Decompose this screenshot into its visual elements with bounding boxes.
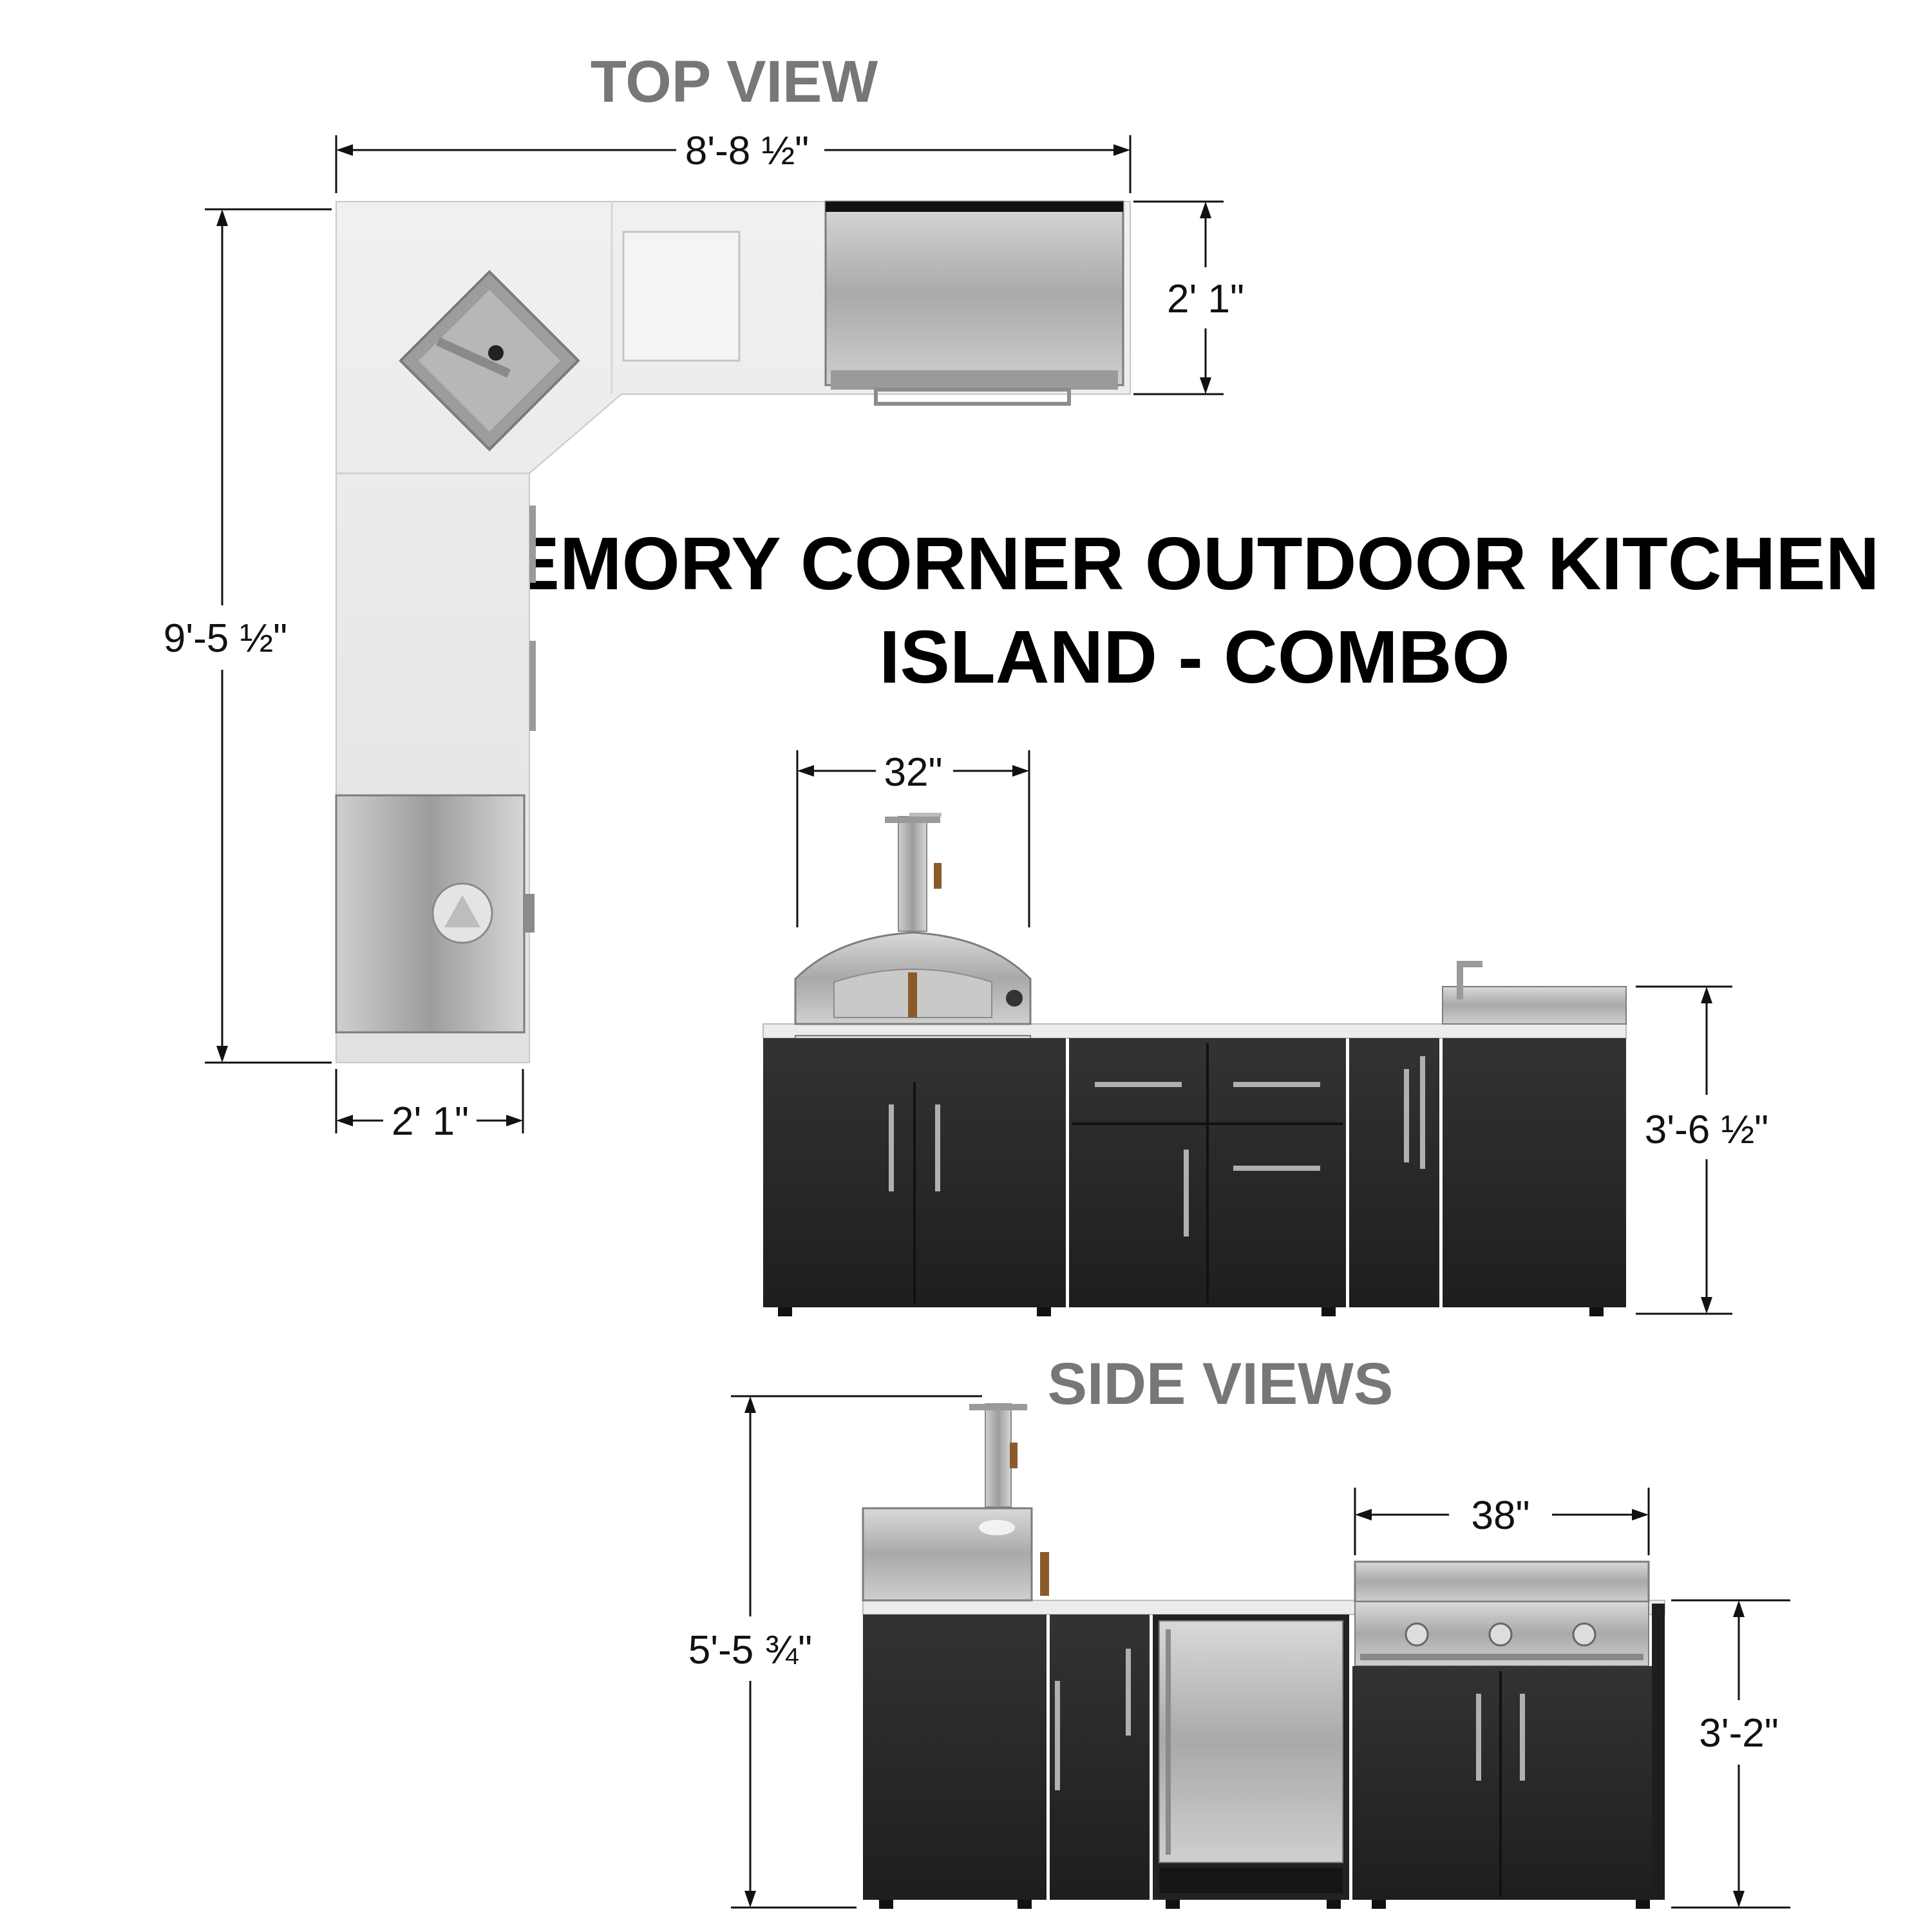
front-elevation — [762, 813, 1627, 1316]
grill-cabinet — [1352, 1666, 1652, 1900]
side-counter-height-dimension: 3'-2" — [1671, 1599, 1790, 1909]
kitchen-title-line1: EMORY CORNER OUTDOOR KITCHEN — [510, 522, 1880, 605]
cabinet-door-handle — [1126, 1649, 1131, 1736]
top-length-left-dimension: 9'-5 ½" — [164, 208, 332, 1064]
cabinet-door-handle — [1476, 1694, 1481, 1781]
drawer-handle — [529, 641, 536, 731]
side-elevation — [862, 1403, 1665, 1909]
cabinet-door-handle — [1404, 1069, 1409, 1162]
top-view-heading: TOP VIEW — [591, 49, 878, 115]
top-view-plan — [335, 200, 1131, 1063]
cabinet-door-handle — [889, 1104, 894, 1191]
trash-drawer-lid — [622, 231, 741, 362]
top-width-dimension: 8'-8 ½" — [335, 129, 1132, 193]
side-door-cabinet — [1050, 1615, 1150, 1900]
cabinet-door-handle — [1520, 1694, 1525, 1781]
refrigerator — [1153, 1615, 1349, 1900]
side-end-cabinet — [1652, 1604, 1665, 1900]
front-oven-width-label: 32" — [884, 750, 943, 795]
side-oven-cabinet — [863, 1615, 1046, 1900]
cabinet-door-handle — [1055, 1681, 1060, 1790]
pizza-oven-top — [335, 794, 535, 1034]
top-width-label: 8'-8 ½" — [685, 129, 809, 173]
front-height-dimension: 3'-6 ½" — [1636, 985, 1768, 1315]
cabinet-door-handle — [1184, 1150, 1189, 1236]
l-shaped-countertop — [336, 201, 1131, 1063]
sink-cabinet — [1443, 1038, 1626, 1307]
side-counter-height-label: 3'-2" — [1699, 1711, 1778, 1756]
side-views-heading: SIDE VIEWS — [1048, 1351, 1394, 1417]
side-grill-width-label: 38" — [1472, 1493, 1530, 1538]
top-depth-right-label: 2' 1" — [1167, 277, 1244, 321]
top-depth-bottom-dimension: 2' 1" — [335, 1069, 524, 1144]
top-length-left-label: 9'-5 ½" — [164, 616, 287, 661]
sink-basin — [1442, 986, 1627, 1025]
drawer-handle — [1233, 1166, 1320, 1171]
side-total-height-dimension: 5'-5 ¾" — [688, 1395, 982, 1909]
grill-top — [824, 200, 1124, 406]
pizza-oven-side — [862, 1403, 1049, 1602]
drawer-handle — [1095, 1082, 1182, 1087]
cabinet-door-handle — [935, 1104, 940, 1191]
front-oven-width-dimension: 32" — [796, 750, 1030, 927]
cabinet-door-handle — [1420, 1056, 1425, 1169]
top-depth-right-dimension: 2' 1" — [1133, 200, 1244, 395]
sink-faucet — [1457, 961, 1463, 999]
drawer-handle — [1233, 1082, 1320, 1087]
front-height-label: 3'-6 ½" — [1645, 1108, 1768, 1152]
corner-cabinet — [1349, 1038, 1439, 1307]
side-total-height-label: 5'-5 ¾" — [688, 1628, 812, 1672]
side-grill-width-dimension: 38" — [1354, 1488, 1650, 1555]
kitchen-title-line2: ISLAND - COMBO — [879, 615, 1510, 699]
top-depth-bottom-label: 2' 1" — [392, 1099, 469, 1144]
drawer-handle — [529, 506, 536, 583]
built-in-grill — [1354, 1560, 1650, 1667]
corner-sink — [399, 270, 580, 451]
